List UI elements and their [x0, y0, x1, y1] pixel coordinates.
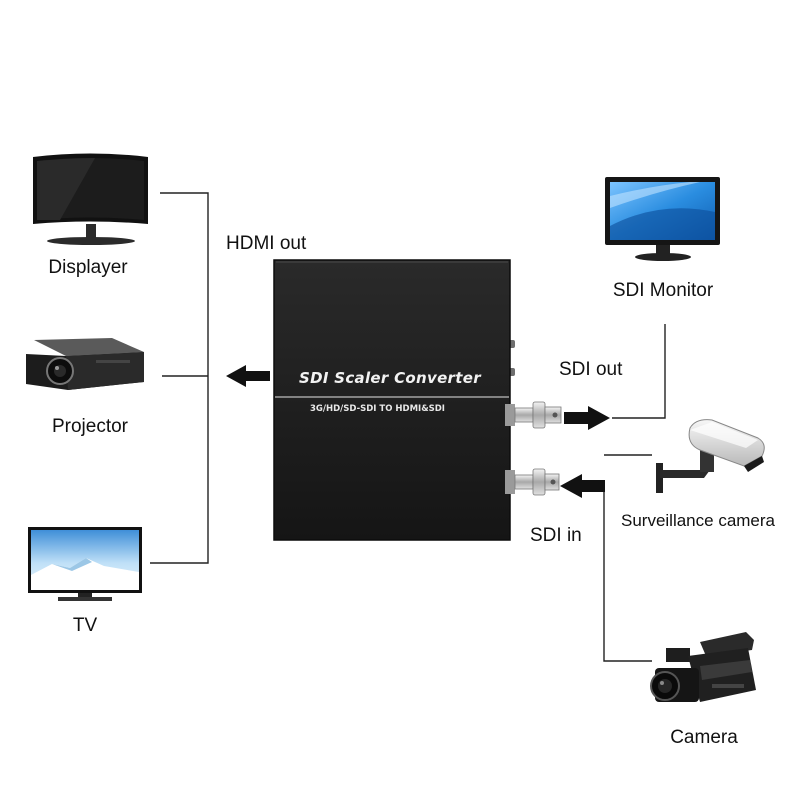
- camera-label: Camera: [670, 727, 738, 748]
- projector-label: Projector: [51, 416, 129, 437]
- line-sdi-monitor: [612, 324, 666, 419]
- line-sdi-inputs: [603, 486, 652, 662]
- displayer-label: Displayer: [48, 257, 128, 278]
- arrow-sdi-out: [564, 406, 610, 430]
- projector-icon: [26, 338, 144, 390]
- device-title: SDI Scaler Converter: [299, 369, 481, 387]
- arrow-hdmi-out: [226, 365, 270, 387]
- tv-label: TV: [72, 615, 98, 636]
- curved-monitor-icon: [33, 153, 148, 245]
- connector-lines: [150, 192, 666, 662]
- sdi-out-label: SDI out: [559, 359, 623, 380]
- sdi-scaler-converter-device: [273, 259, 515, 541]
- hdmi-out-label: HDMI out: [226, 233, 307, 254]
- sdi-in-label: SDI in: [530, 525, 582, 546]
- device-subtitle: 3G/HD/SD-SDI TO HDMI&SDI: [310, 404, 445, 414]
- monitor-icon: [605, 177, 720, 261]
- surveillance-camera-label: Surveillance camera: [620, 511, 776, 530]
- bnc-connector-sdi-in[interactable]: [505, 468, 560, 496]
- bnc-connector-sdi-out[interactable]: [505, 401, 562, 429]
- tv-icon: [28, 527, 142, 601]
- arrow-sdi-in: [560, 474, 605, 498]
- camcorder-icon: [650, 632, 756, 702]
- line-displayer: [150, 192, 209, 564]
- cctv-camera-icon: [656, 419, 765, 493]
- sdi-monitor-label: SDI Monitor: [612, 280, 714, 301]
